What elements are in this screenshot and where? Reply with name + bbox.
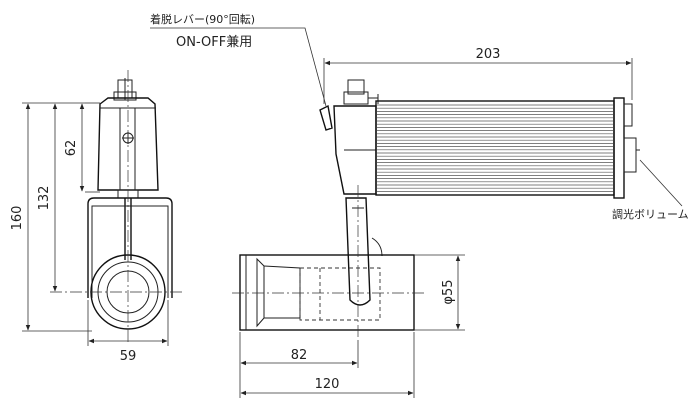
dimmer-leader <box>639 159 683 207</box>
side-adapter-body <box>333 105 377 195</box>
front-bracket <box>87 197 173 298</box>
lamp-housing <box>239 254 415 331</box>
dim-120-label: 120 <box>315 377 340 392</box>
front-adapter-body <box>97 97 159 191</box>
detach-lever <box>319 104 333 131</box>
lever-leader <box>150 27 327 107</box>
power-supply-body <box>375 100 615 196</box>
arm <box>345 197 371 306</box>
dim-203-label: 203 <box>476 47 501 62</box>
lever-callout-text: 着脱レバー(90°回転) <box>150 12 255 26</box>
dim-55-label: φ55 <box>441 279 456 304</box>
dimmer-callout-text: 調光ボリューム <box>612 207 689 221</box>
end-cap <box>613 97 625 199</box>
dim-160-label: 160 <box>10 206 25 231</box>
dim-62-label: 62 <box>64 140 79 157</box>
onoff-callout-text: ON-OFF兼用 <box>176 35 252 50</box>
heat-sink-fins <box>377 104 613 192</box>
reflector-hidden <box>299 267 381 321</box>
dimmer-knob <box>623 137 637 173</box>
dim-132-label: 132 <box>37 186 52 211</box>
side-view: 着脱レバー(90°回転) ON-OFF兼用 203 調光ボリューム <box>150 12 689 398</box>
front-view: 62 132 160 59 <box>10 70 185 364</box>
dim-82-label: 82 <box>291 348 308 363</box>
dim-59-label: 59 <box>120 349 137 364</box>
